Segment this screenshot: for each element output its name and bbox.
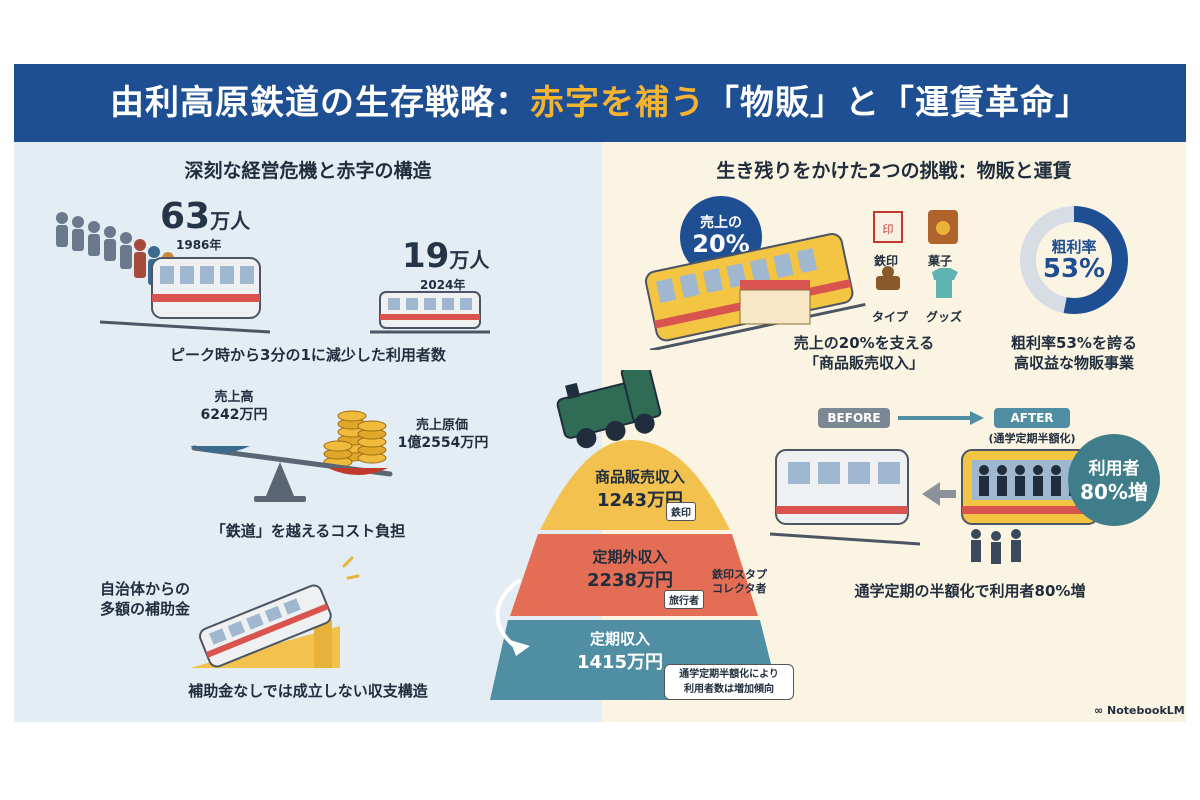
product-snack: 菓子 (928, 254, 953, 268)
crowded-train-icon (961, 449, 1099, 564)
subsidy-caption: 補助金なしでは成立しない収支構造 (188, 682, 428, 700)
train-icon-2024 (370, 291, 490, 334)
peak-ridership-unit: 万人 (210, 209, 251, 233)
peak-ridership: 63万人 (160, 196, 250, 237)
sparkle-icon (342, 556, 360, 580)
title-part-3: 「物販」と「運賃革命」 (705, 83, 1090, 123)
pyramid-note-line-2: 利用者数は増加傾向 (684, 684, 774, 695)
current-ridership: 19万人 (402, 236, 489, 276)
current-ridership-value: 19 (402, 236, 450, 276)
cost-value: 1億2554万円 (397, 435, 489, 451)
revenue-label: 売上高 (214, 390, 254, 405)
fare-caption: 通学定期の半額化で利用者80%増 (854, 582, 1086, 600)
tier-1-label: 商品販売収入 (594, 468, 685, 486)
tier-2-value: 2238万円 (586, 570, 674, 591)
title-bar (14, 64, 1186, 142)
right-arrow-icon (922, 482, 956, 506)
revenue-value: 6242万円 (200, 407, 268, 423)
title-part-1: 由利高原鉄道の生存戦略： (110, 83, 530, 123)
sales-caption-line-1: 売上の20%を支える (793, 334, 935, 352)
after-pill: AFTER (994, 408, 1070, 428)
pyramid-note: 通学定期半額化により 利用者数は増加傾向 (664, 664, 794, 700)
subsidy-note-line-1: 自治体からの (100, 580, 191, 598)
peak-year: 1986年 (176, 238, 222, 252)
pyramid-note-line-1: 通学定期半額化により (679, 669, 779, 680)
balance-scale-illustration (190, 410, 393, 502)
after-subtitle: (通学定期半額化) (988, 432, 1076, 445)
tetsuin-stamp-icon (873, 211, 903, 243)
fare-trains-illustration (770, 449, 1099, 564)
empty-train-icon (770, 449, 921, 546)
stamp-icon (876, 276, 900, 290)
before-pill: BEFORE (818, 408, 890, 428)
product-goods: グッズ (926, 310, 963, 324)
ridership-illustration (56, 212, 490, 334)
subsidy-note-line-2: 多額の補助金 (100, 600, 191, 618)
left-section-title: 深刻な経営危機と赤字の構造 (184, 160, 432, 182)
product-stamp: タイプ (872, 310, 909, 324)
ridership-caption: ピーク時から3分の1に減少した利用者数 (170, 346, 446, 364)
margin-caption-line-1: 粗利率53%を誇る (1011, 334, 1137, 352)
right-pan-icon (328, 468, 388, 475)
train-icon-subsidy (199, 584, 332, 668)
tier-2-label: 定期外収入 (592, 548, 668, 566)
margin-donut (1020, 206, 1128, 314)
subsidy-illustration (190, 556, 360, 668)
balance-caption: 「鉄道」を越えるコスト負担 (210, 522, 406, 540)
ridership-increase-badge (1068, 434, 1160, 526)
shop-awning-icon (739, 280, 811, 325)
title-part-2: 赤字を補う (530, 83, 705, 123)
tier-2-tag: 旅行者 (664, 590, 704, 609)
brand-label: NotebookLM (1107, 704, 1185, 717)
steam-locomotive-icon (556, 370, 662, 449)
before-after-arrow-icon (898, 411, 984, 425)
tier-2-tag2-line-2: コレクタ者 (712, 582, 767, 595)
tier-1-tag: 鉄印 (666, 502, 696, 521)
margin-caption-line-2: 高収益な物販事業 (1013, 354, 1134, 372)
train-icon-1986 (99, 257, 271, 334)
current-ridership-unit: 万人 (449, 248, 490, 272)
tier-2-tag2-line-1: 鉄印スタプ (712, 568, 767, 581)
cost-label: 売上原価 (415, 418, 468, 433)
fulcrum-icon (266, 462, 294, 496)
margin-donut-arc (1020, 206, 1128, 314)
svg-text:印: 印 (883, 223, 894, 236)
tier-3-value: 1415万円 (576, 652, 664, 673)
brand-watermark: ∞ NotebookLM (1094, 704, 1185, 717)
page-title: 由利高原鉄道の生存戦略：赤字を補う「物販」と「運賃革命」 (14, 64, 1186, 142)
product-tetsuin: 鉄印 (874, 254, 899, 268)
revenue-pyramid-illustration (490, 370, 780, 700)
ridership-increase-value: 80%増 (1080, 480, 1148, 504)
margin-label: 粗利率 (1051, 238, 1097, 256)
peak-ridership-value: 63 (160, 196, 211, 237)
margin-value: 53% (1042, 254, 1106, 284)
coin-stack-icon (323, 410, 387, 468)
sales-caption-line-2: 「商品販売収入」 (803, 354, 924, 372)
tshirt-icon (932, 268, 958, 298)
right-section-title: 生き残りをかけた2つの挑戦：物販と運賃 (716, 160, 1072, 182)
tier-1-value: 1243万円 (596, 490, 684, 511)
tier-3-label: 定期収入 (589, 630, 650, 648)
shop-train-illustration (644, 233, 866, 350)
ridership-increase-label: 利用者 (1088, 459, 1140, 479)
current-year: 2024年 (420, 278, 466, 292)
brand-logo-icon: ∞ (1094, 704, 1107, 717)
left-pan-icon (190, 446, 250, 453)
sales-share-label: 売上の (700, 215, 742, 231)
products-illustration: 印 (873, 210, 958, 298)
